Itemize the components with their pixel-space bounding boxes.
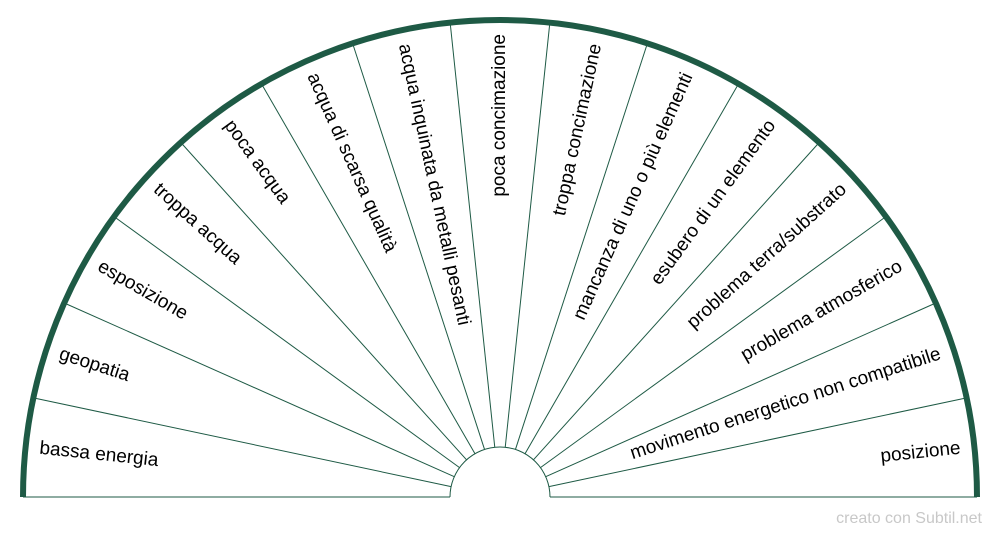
sector-divider-7 — [449, 22, 496, 448]
sector-label-4: troppa acqua — [149, 179, 246, 269]
sector-divider-10 — [524, 83, 739, 454]
sector-divider-13 — [545, 302, 936, 478]
sector-divider-2 — [64, 302, 455, 478]
sector-label-2: geopatia — [57, 343, 133, 386]
sector-divider-12 — [540, 216, 887, 469]
sector-divider-1 — [33, 397, 452, 488]
sector-label-7: acqua inquinata da metalli pesanti — [394, 42, 474, 327]
sector-divider-11 — [533, 142, 820, 461]
outer-arc — [20, 17, 980, 498]
sector-label-5: poca acqua — [220, 116, 295, 208]
sector-divider-6 — [352, 43, 486, 450]
sector-divider-3 — [113, 216, 460, 469]
footer-credit: creato con Subtil.net — [836, 510, 982, 527]
sector-divider-5 — [261, 83, 476, 454]
sector-divider-14 — [548, 397, 967, 488]
sector-label-9: troppa concimazione — [549, 42, 606, 218]
sector-label-1: bassa energia — [38, 438, 159, 471]
sector-divider-8 — [504, 22, 551, 448]
sector-label-15: posizione — [879, 438, 961, 467]
sector-label-8: poca concimazione — [489, 34, 510, 197]
inner-arc — [449, 446, 551, 498]
sector-label-3: esposizione — [94, 256, 191, 324]
sector-label-6: acqua di scarsa qualità — [303, 70, 401, 256]
sector-divider-4 — [180, 142, 467, 461]
sector-divider-9 — [514, 43, 648, 450]
